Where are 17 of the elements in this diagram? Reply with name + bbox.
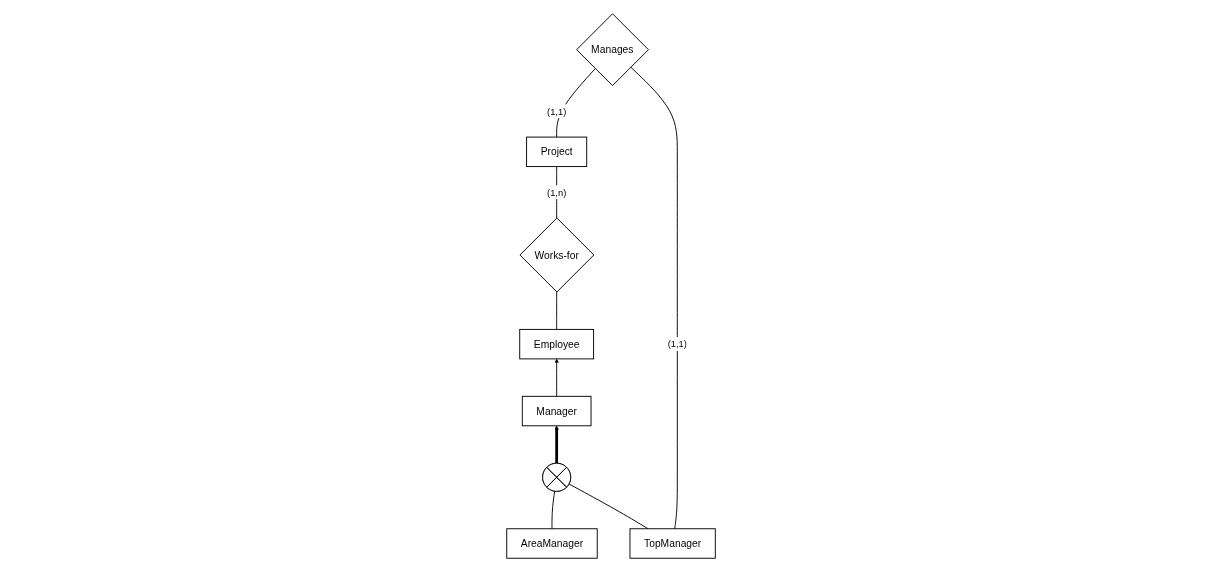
connector xyxy=(551,490,556,530)
node-box: AreaManager xyxy=(506,528,598,559)
node-box: Manager xyxy=(521,395,592,427)
node-box: TopManager xyxy=(629,528,716,559)
connector xyxy=(556,291,558,330)
node-box: Employee xyxy=(519,328,595,360)
connector xyxy=(630,66,678,530)
node-diamond: Works-for xyxy=(519,217,595,293)
edge-label: (1,1) xyxy=(547,106,567,117)
arrow xyxy=(554,425,559,464)
node-diamond: Manages xyxy=(576,13,649,87)
connector xyxy=(568,483,649,530)
edge-label: (1,n) xyxy=(547,187,567,198)
connector xyxy=(556,166,558,219)
node-box: Project xyxy=(526,136,588,168)
edge-label: (1,1) xyxy=(667,338,687,350)
connector xyxy=(556,68,596,138)
